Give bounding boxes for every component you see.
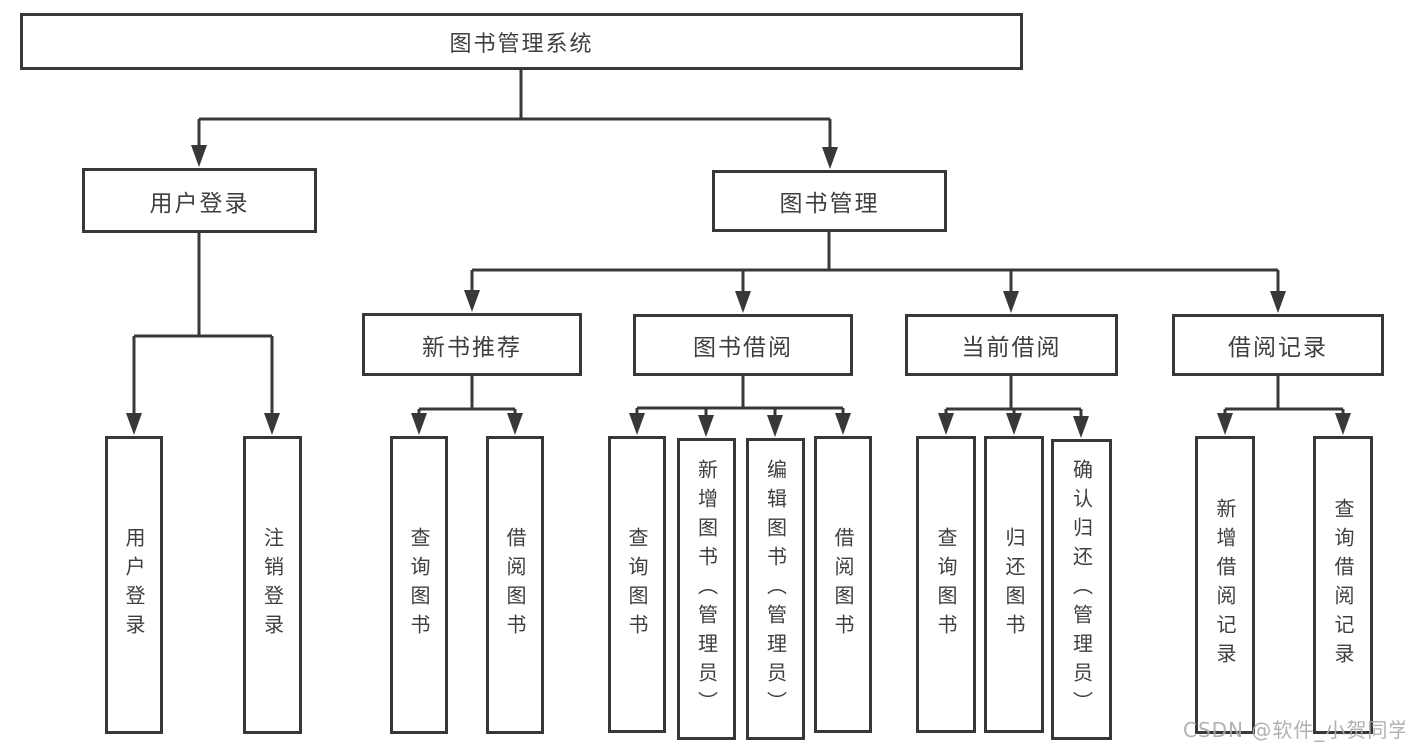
node-user-login: 用户登录 bbox=[82, 168, 317, 233]
node-book-borrowing: 图书借阅 bbox=[633, 314, 853, 376]
node-label: 查询借阅记录 bbox=[1331, 498, 1355, 672]
node-label: 新增借阅记录 bbox=[1213, 498, 1237, 672]
leaf-borrow-books: 借阅图书 bbox=[814, 436, 872, 733]
node-label: 图书借阅 bbox=[693, 335, 793, 361]
node-library-management-system: 图书管理系统 bbox=[20, 13, 1023, 70]
leaf-return-books: 归还图书 bbox=[984, 436, 1044, 733]
leaf-user-login: 用户登录 bbox=[105, 436, 163, 734]
node-label: 图书管理 bbox=[779, 191, 880, 217]
node-book-management: 图书管理 bbox=[712, 170, 947, 232]
node-label: 用户登录 bbox=[149, 190, 250, 217]
node-label: 借阅图书 bbox=[831, 526, 855, 643]
node-label: 归还图书 bbox=[1002, 526, 1026, 643]
leaf-borrow-books-recommend: 借阅图书 bbox=[486, 436, 544, 734]
leaf-query-borrow-record: 查询借阅记录 bbox=[1313, 436, 1373, 734]
node-label: 当前借阅 bbox=[961, 335, 1062, 361]
csdn-watermark: CSDN @软件_小贺同学 bbox=[1183, 718, 1405, 742]
node-label: 编辑图书（管理员） bbox=[763, 458, 788, 720]
node-label: 新增图书（管理员） bbox=[694, 458, 719, 720]
leaf-query-books-borrowing: 查询图书 bbox=[608, 436, 666, 733]
leaf-edit-books-admin: 编辑图书（管理员） bbox=[746, 438, 805, 740]
node-label: 查询图书 bbox=[407, 527, 431, 643]
node-borrowing-records: 借阅记录 bbox=[1172, 314, 1384, 376]
node-label: 图书管理系统 bbox=[449, 31, 594, 57]
node-current-borrowing: 当前借阅 bbox=[905, 314, 1118, 376]
leaf-add-books-admin: 新增图书（管理员） bbox=[677, 438, 736, 740]
leaf-add-borrow-record: 新增借阅记录 bbox=[1195, 436, 1255, 734]
node-label: 用户登录 bbox=[122, 527, 146, 643]
node-label: 借阅图书 bbox=[503, 527, 527, 643]
node-label: 注销登录 bbox=[260, 527, 285, 643]
leaf-confirm-return-admin: 确认归还（管理员） bbox=[1051, 439, 1112, 740]
node-label: 查询图书 bbox=[625, 526, 649, 643]
node-label: 确认归还（管理员） bbox=[1069, 459, 1094, 720]
leaf-query-books-current: 查询图书 bbox=[916, 436, 976, 733]
node-new-book-recommendation: 新书推荐 bbox=[362, 313, 582, 376]
node-label: 查询图书 bbox=[934, 526, 958, 643]
leaf-query-books-recommend: 查询图书 bbox=[390, 436, 448, 734]
leaf-logout: 注销登录 bbox=[243, 436, 302, 734]
node-label: 新书推荐 bbox=[422, 334, 522, 361]
node-label: 借阅记录 bbox=[1228, 335, 1328, 361]
